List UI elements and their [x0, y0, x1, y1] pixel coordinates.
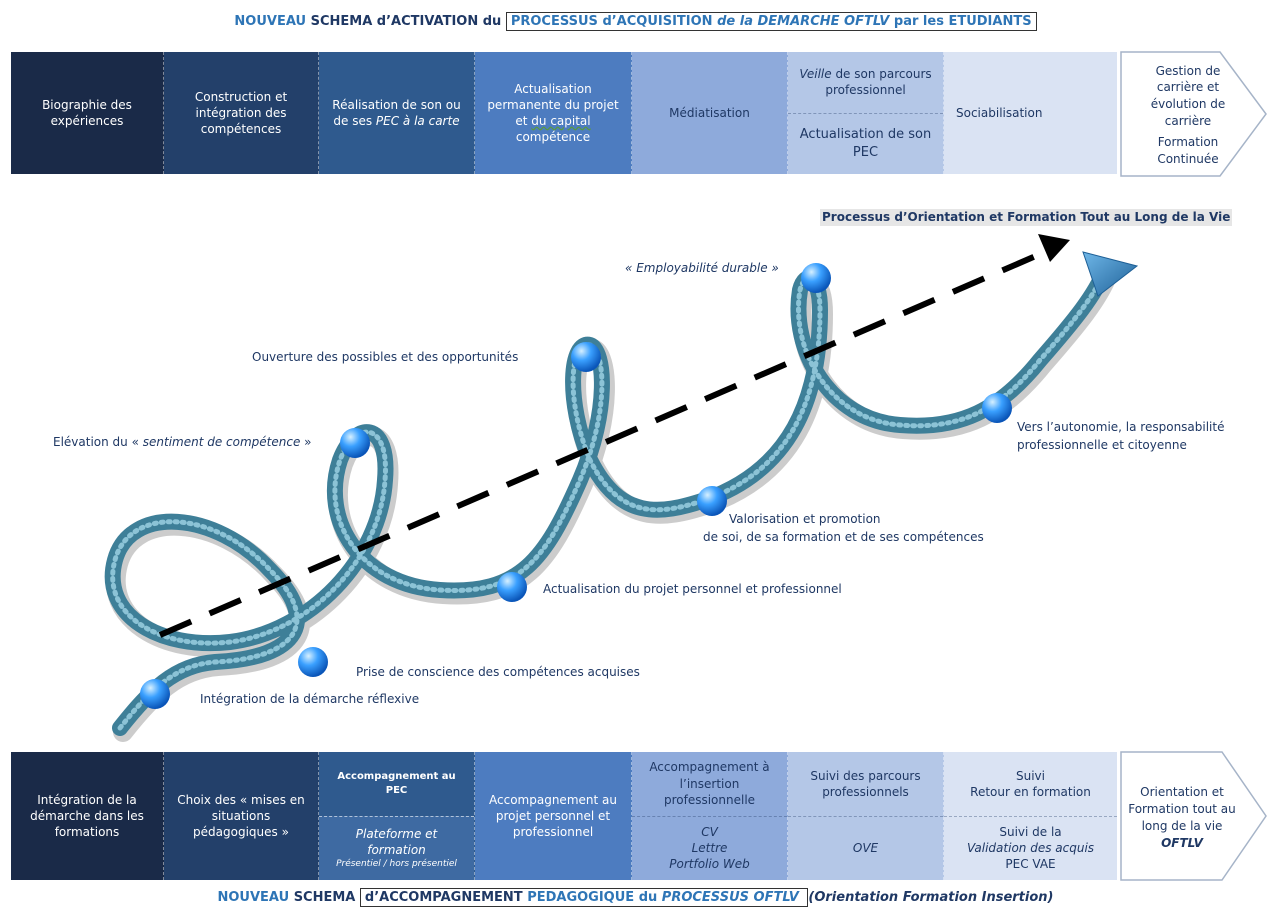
top-seg-construction: Construction et intégration des compéten… [164, 52, 319, 174]
label-actualisation: Actualisation du projet personnel et pro… [543, 582, 842, 596]
top-title-boxed: PROCESSUS d’ACQUISITION de la DEMARCHE O… [505, 12, 1037, 31]
spiral-ribbon [104, 262, 1118, 742]
spiral-arrowhead [1082, 251, 1139, 297]
label-autonomie: Vers l’autonomie, la responsabilité prof… [1017, 420, 1225, 452]
sphere-valorisation [697, 486, 727, 516]
sphere-autonomie [982, 393, 1012, 423]
bottom-seg-projet: Accompagnement au projet personnel et pr… [475, 752, 632, 880]
process-label: Processus d’Orientation et Formation Tou… [820, 209, 1233, 226]
label-employabilite: « Employabilité durable » [625, 261, 779, 275]
label-prise: Prise de conscience des compétences acqu… [356, 665, 640, 679]
label-ouverture: Ouverture des possibles et des opportuni… [252, 350, 519, 364]
bottom-band: Intégration de la démarche dans les form… [11, 752, 1117, 880]
sphere-elevation [340, 428, 370, 458]
bottom-seg-insertion: Accompagnement à l’insertion professionn… [632, 752, 788, 880]
sphere-actualisation [497, 572, 527, 602]
top-seg-actualisation: Actualisation permanente du projet et du… [475, 52, 632, 174]
sphere-integration [140, 679, 170, 709]
bottom-seg-suivi-parcours: Suivi des parcours professionnels OVE [788, 752, 944, 880]
bottom-title-boxed: d’ACCOMPAGNEMENT PEDAGOGIQUE du PROCESSU… [359, 888, 809, 907]
top-seg-biographie: Biographie des expériences [11, 52, 164, 174]
top-seg-realisation: Réalisation de son ou de ses PEC à la ca… [319, 52, 475, 174]
label-integration: Intégration de la démarche réflexive [200, 692, 420, 706]
bottom-seg-integration: Intégration de la démarche dans les form… [11, 752, 164, 880]
milestone-spheres [140, 263, 1012, 709]
bottom-endcap: Orientation et Formation tout au long de… [1128, 785, 1236, 850]
sphere-ouverture [571, 342, 601, 372]
sphere-employabilite [801, 263, 831, 293]
label-valorisation: Valorisation et promotion de soi, de sa … [703, 512, 984, 544]
bottom-seg-suivi-retour: Suivi Retour en formation Suivi de la Va… [944, 752, 1117, 880]
top-endcap: Gestion de carrière et évolution de carr… [1150, 63, 1226, 166]
bottom-title: NOUVEAU SCHEMA d’ACCOMPAGNEMENT PEDAGOGI… [217, 888, 1054, 907]
top-seg-mediatisation: Médiatisation [632, 52, 788, 174]
top-title: NOUVEAU SCHEMA d’ACTIVATION du PROCESSUS… [0, 12, 1271, 31]
top-seg-sociabilisation: Sociabilisation [944, 52, 1117, 174]
sphere-prise [298, 647, 328, 677]
dashed-arrow [158, 234, 1070, 638]
bottom-seg-accompagnement-pec: Accompagnement au PEC Plateforme et form… [319, 752, 475, 880]
top-band: Biographie des expériences Construction … [11, 52, 1117, 174]
bottom-seg-choix: Choix des « mises en situations pédagogi… [164, 752, 319, 880]
label-elevation: Elévation du « sentiment de compétence » [53, 435, 312, 449]
top-seg-veille: Veille de son parcours professionnel Act… [788, 52, 944, 174]
